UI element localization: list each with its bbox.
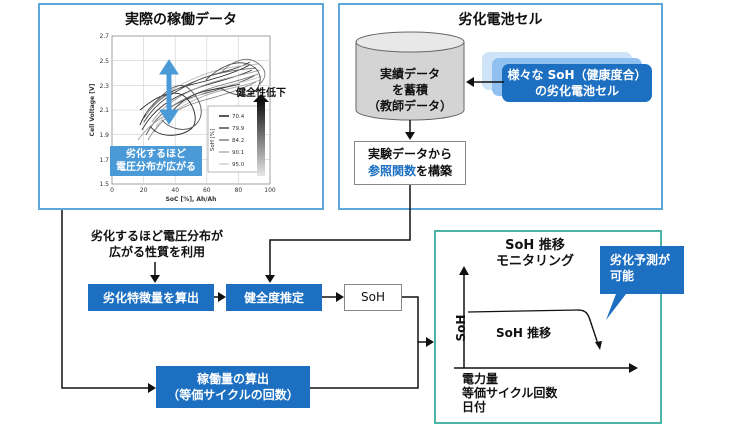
soh-y-label: SoH (454, 314, 468, 342)
database-line: 実績データ (379, 67, 440, 81)
reference-function-text: 参照関数 (367, 164, 416, 178)
stack-line: 様々な SoH（健康度合） (507, 68, 647, 82)
x-caption-line: 等価サイクル回数 (462, 386, 558, 400)
soh-curve-label: SoH 推移 (496, 326, 552, 340)
monitoring-title-line: SoH 推移 (505, 238, 565, 253)
x-axis-label: SoC [%], Ah/Ah (166, 196, 217, 203)
build-line-2: 参照関数を構築 (368, 163, 452, 180)
degraded-cell-title: 劣化電池セル (458, 12, 543, 28)
property-note: 劣化するほど電圧分布が 広がる性質を利用 (78, 228, 236, 260)
y-tick: 1.9 (99, 132, 109, 139)
y-tick: 1.7 (99, 157, 109, 164)
build-reference-box: 実験データから 参照関数を構築 (354, 141, 466, 185)
usage-line: 稼働量の算出 (196, 372, 269, 386)
x-axis-caption: 電力量 等価サイクル回数 日付 (462, 372, 557, 414)
actual-data-title: 実際の稼働データ (125, 12, 237, 28)
arrow-stack-to-db (466, 77, 504, 87)
soh-trend-chart (454, 266, 638, 373)
database-line: を蓄積 (391, 83, 428, 97)
legend-value: 90.1 (232, 150, 244, 156)
x-tick: 80 (235, 187, 243, 194)
y-tick: 2.5 (99, 58, 109, 65)
callout-line: 劣化するほど (126, 149, 186, 160)
x-caption-line: 電力量 (462, 372, 499, 386)
build-rest-text: を構築 (416, 164, 453, 178)
stack-line: の劣化電池セル (534, 84, 619, 98)
y-tick: 2.1 (99, 107, 109, 114)
spread-arrow (159, 59, 179, 125)
soh-box: SoH (344, 284, 402, 311)
y-axis-label: Cell Voltage [V] (89, 83, 96, 136)
x-tick: 40 (171, 187, 179, 194)
x-tick: 0 (110, 187, 114, 194)
x-caption-line: 日付 (462, 400, 487, 414)
bubble-line: 劣化予測が (610, 253, 671, 267)
x-tick: 20 (140, 187, 148, 194)
usage-calc-box: 稼働量の算出 （等価サイクルの回数） (156, 366, 310, 408)
database-line: （教師データ） (367, 99, 452, 113)
legend-value: 84.2 (232, 138, 244, 144)
x-tick: 60 (203, 187, 211, 194)
stack-card-front: 様々な SoH（健康度合） の劣化電池セル (502, 64, 652, 102)
y-tick: 2.7 (99, 33, 109, 40)
forecast-bubble-shape (600, 246, 684, 320)
database-label: 実績データ を蓄積 （教師データ） (354, 66, 466, 114)
feature-calc-box: 劣化特徴量を算出 (88, 284, 214, 311)
legend-value: 79.9 (232, 126, 245, 132)
gradient-arrow-head (253, 94, 269, 102)
forecast-bubble-text: 劣化予測が 可能 (600, 252, 684, 284)
y-tick: 2.3 (99, 83, 109, 90)
legend-value: 95.0 (232, 162, 245, 168)
usage-line: （等価サイクルの回数） (167, 388, 299, 402)
build-line: 実験データから (367, 147, 452, 161)
legend-title: 健全性低下 (236, 88, 286, 99)
database-cylinder (355, 31, 465, 121)
x-tick: 100 (264, 187, 276, 194)
degradation-gradient-bar (257, 102, 265, 176)
property-line: 広がる性質を利用 (108, 245, 205, 259)
arrow-db-to-build (405, 120, 415, 140)
monitoring-title-line: モニタリング (495, 254, 574, 269)
monitoring-title: SoH 推移 モニタリング (470, 238, 600, 270)
health-estimate-box: 健全度推定 (226, 284, 322, 311)
soh-forecast (577, 309, 599, 345)
y-tick: 1.5 (99, 181, 109, 188)
legend-value: 70.4 (232, 114, 245, 120)
bubble-line: 可能 (610, 269, 635, 283)
legend-axis-label: SoH [%] (210, 129, 216, 151)
property-line: 劣化するほど電圧分布が (90, 229, 223, 243)
spread-callout: 劣化するほど 電圧分布が広がる (110, 146, 202, 176)
callout-line: 電圧分布が広がる (116, 162, 196, 173)
legend-box (207, 105, 265, 173)
